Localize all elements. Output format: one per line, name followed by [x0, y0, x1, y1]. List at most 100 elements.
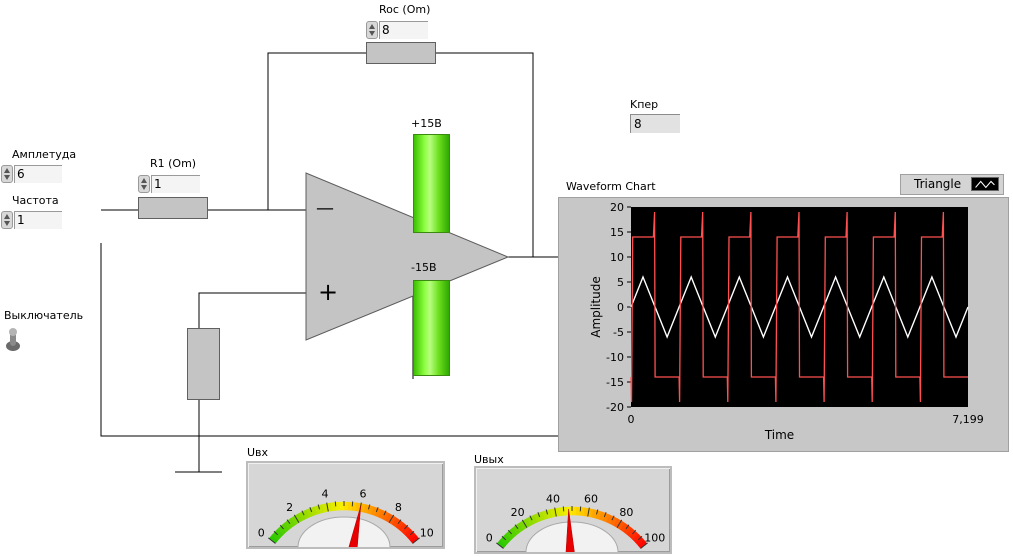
gauge-tick	[554, 507, 557, 517]
gauge-tick	[375, 507, 379, 513]
roc-numeric-control[interactable]: 8	[366, 21, 428, 39]
gauge-hub	[297, 516, 391, 547]
gauge-tick	[309, 507, 313, 513]
uout-needle	[565, 509, 575, 552]
legend-series-label: Triangle	[914, 177, 962, 191]
gauge-tick	[537, 512, 541, 518]
y-tick-label: 5	[617, 276, 624, 289]
gauge-tick	[587, 507, 590, 517]
spin-buttons-icon[interactable]	[1, 165, 13, 183]
chart-legend[interactable]: Triangle	[900, 174, 1004, 195]
amplitude-label: Амплетуда	[12, 148, 77, 161]
gauge-tick	[367, 504, 371, 510]
uin-tick-label: 10	[420, 526, 434, 539]
r1-numeric-control[interactable]: 1	[138, 175, 200, 193]
gauge-tick	[529, 515, 533, 521]
gauge-tick	[383, 510, 387, 516]
roc-resistor	[366, 42, 436, 64]
gauge-tick	[514, 524, 519, 530]
kper-label: Kпер	[630, 98, 659, 111]
output-series-line	[630, 211, 968, 403]
gauge-scale-segment	[343, 501, 349, 511]
y-tick-label: 15	[610, 226, 624, 239]
gauge-tick	[595, 509, 599, 515]
x-axis-label: Time	[764, 428, 794, 442]
gauge-tick	[616, 519, 623, 528]
kper-indicator: 8	[630, 114, 680, 133]
frequency-value-field[interactable]: 1	[14, 211, 62, 229]
uout-meter-label: Uвых	[474, 453, 504, 466]
amplitude-value-field[interactable]: 6	[14, 165, 62, 183]
gauge-tick	[640, 542, 648, 549]
y-tick-label: -20	[606, 401, 624, 414]
gauge-tick	[326, 502, 329, 512]
r1-value-field[interactable]: 1	[151, 175, 200, 193]
gauge-tick	[404, 524, 409, 530]
gauge-tick	[637, 535, 643, 541]
spin-buttons-icon[interactable]	[138, 175, 150, 193]
gauge-tick	[632, 529, 637, 535]
y-tick-label: -10	[606, 351, 624, 364]
rail-neg-label: -15B	[411, 261, 437, 274]
gauge-tick	[507, 529, 512, 535]
uout-gauge: 0 20 40 60 80 100	[486, 493, 665, 552]
rail-pos-bar	[413, 134, 450, 233]
y-tick-label: 20	[610, 201, 624, 214]
gauge-tick	[409, 530, 415, 536]
uout-tick-label: 60	[584, 493, 598, 506]
toggle-switch-icon[interactable]	[3, 326, 25, 352]
gauge-scale-segment	[571, 506, 577, 516]
gauge-tick	[501, 535, 507, 541]
gauge-tick	[496, 542, 504, 549]
x-tick-label: 7,199	[952, 413, 984, 426]
gauge-tick	[611, 515, 615, 521]
gauge-tick	[388, 514, 395, 523]
switch-label: Выключатель	[4, 309, 84, 322]
uout-tick-label: 0	[486, 531, 493, 544]
spin-buttons-icon[interactable]	[366, 21, 378, 39]
y-tick-label: 10	[610, 251, 624, 264]
uout-meter: 0 20 40 60 80 100	[474, 466, 672, 554]
opamp-minus-sign: —	[316, 198, 334, 219]
opamp-triangle	[305, 172, 510, 341]
spin-buttons-icon[interactable]	[1, 211, 13, 229]
roc-value-field[interactable]: 8	[379, 21, 428, 39]
x-tick-label: 0	[628, 413, 635, 426]
r1-label: R1 (Om)	[150, 157, 197, 170]
rail-neg-bar	[413, 280, 450, 376]
r1-resistor	[138, 197, 208, 219]
gauge-tick	[625, 524, 630, 530]
triangle-wave-icon	[971, 177, 999, 191]
uin-tick-label: 0	[258, 526, 265, 539]
rail-pos-label: +15B	[411, 117, 442, 130]
gauge-tick	[268, 537, 276, 544]
y-axis-label: Amplitude	[589, 276, 603, 338]
gauge-tick	[317, 504, 321, 510]
uout-tick-label: 40	[546, 493, 560, 506]
uout-tick-label: 20	[511, 506, 525, 519]
gauge-tick	[273, 530, 279, 536]
gauge-tick	[545, 509, 549, 515]
gauge-scale-segment	[339, 501, 345, 511]
amplitude-numeric-control[interactable]: 6	[1, 165, 62, 183]
ground-resistor	[187, 328, 220, 400]
y-tick-label: -5	[613, 326, 624, 339]
gauge-tick	[293, 514, 300, 523]
uin-needle	[348, 505, 362, 547]
uout-tick-label: 80	[619, 506, 633, 519]
gauge-tick	[412, 537, 420, 544]
gauge-tick	[603, 512, 607, 518]
frequency-label: Частота	[12, 194, 59, 207]
uin-tick-label: 6	[359, 488, 366, 501]
y-tick-label: -15	[606, 376, 624, 389]
opamp-plus-sign: +	[318, 278, 339, 306]
uout-tick-label: 100	[644, 531, 665, 544]
y-tick-label: 0	[617, 301, 624, 314]
uin-tick-label: 8	[395, 501, 402, 514]
frequency-numeric-control[interactable]: 1	[1, 211, 62, 229]
uin-meter-label: Uвх	[247, 446, 269, 459]
gauge-tick	[301, 510, 305, 516]
